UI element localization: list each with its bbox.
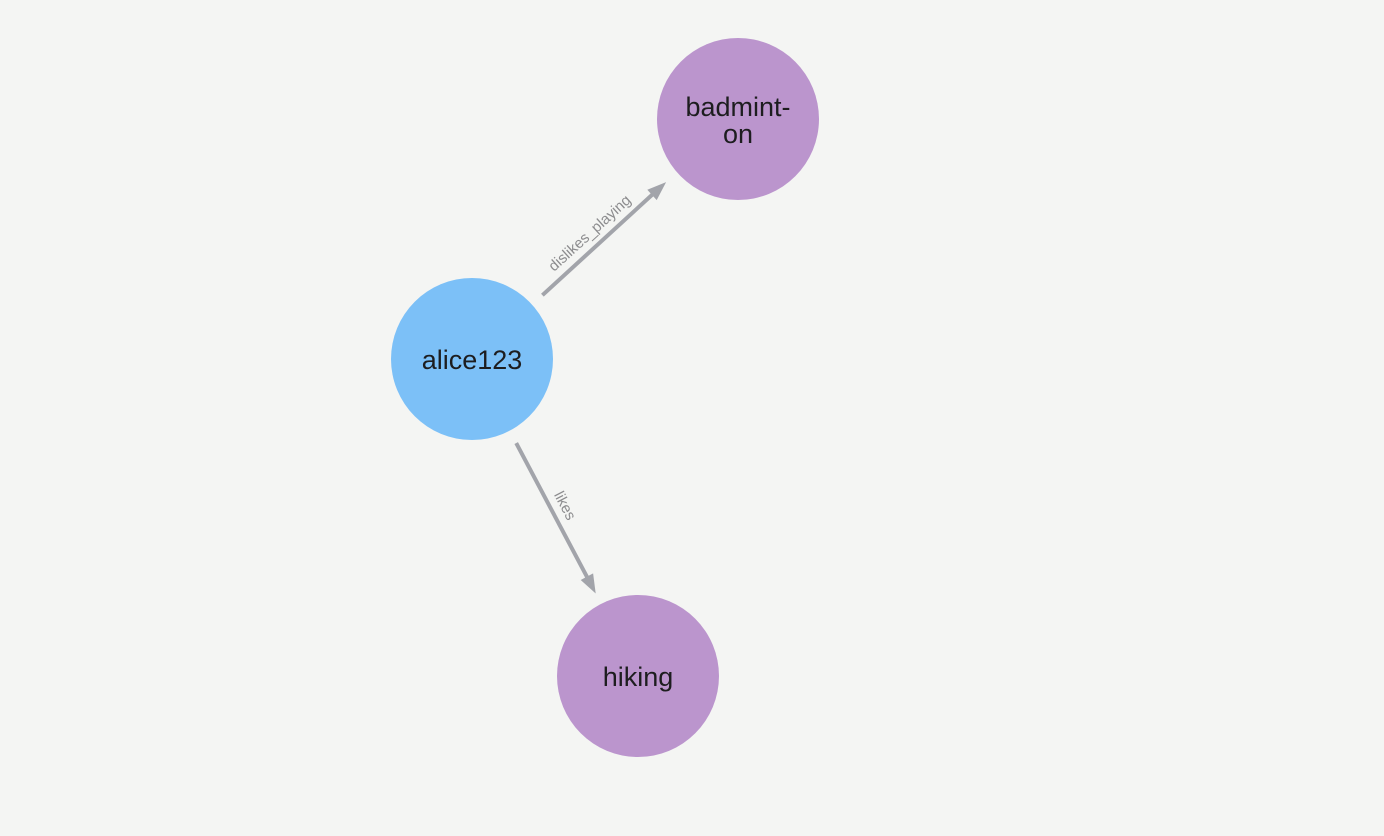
node-circle[interactable]: [557, 595, 719, 757]
arrowhead-icon: [580, 573, 596, 594]
arrowhead-icon: [647, 182, 667, 201]
edge-dislikes-playing[interactable]: dislikes_playing: [541, 182, 667, 297]
edge-line[interactable]: [514, 442, 591, 583]
edge-line[interactable]: [541, 190, 658, 297]
edge-likes[interactable]: likes: [514, 442, 596, 594]
edge-label-dislikes-playing[interactable]: dislikes_playing: [545, 192, 634, 275]
node-circle[interactable]: [657, 38, 819, 200]
node-hiking[interactable]: hiking: [557, 595, 719, 757]
node-badminton[interactable]: badmint-on: [657, 38, 819, 200]
node-alice123[interactable]: alice123: [391, 278, 553, 440]
node-circle[interactable]: [391, 278, 553, 440]
